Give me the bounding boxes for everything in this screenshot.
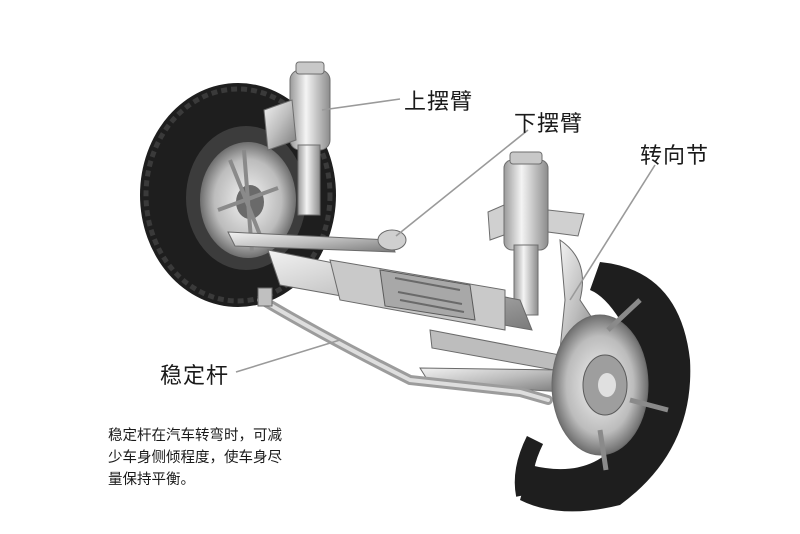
right-wheel — [514, 262, 691, 512]
steering-rack — [267, 249, 566, 373]
left-shock-absorber — [263, 61, 331, 216]
leader-stabilizer — [235, 339, 341, 373]
note-line: 少车身侧倾程度，使车身尽 — [108, 450, 282, 466]
leader-lower-arm — [395, 129, 529, 237]
leader-lines — [235, 98, 656, 373]
leader-knuckle — [569, 164, 656, 301]
leader-upper-arm — [321, 98, 401, 111]
label-lower-control-arm: 下摆臂 — [514, 112, 584, 137]
note-line: 稳定杆在汽车转弯时，可减 — [108, 428, 282, 444]
note-line: 量保持平衡。 — [108, 472, 195, 488]
stabilizer-bar — [257, 287, 553, 405]
description-note: 稳定杆在汽车转弯时，可减 少车身侧倾程度，使车身尽 量保持平衡。 — [108, 425, 366, 491]
left-lower-control-arm — [227, 229, 407, 253]
label-steering-knuckle: 转向节 — [640, 144, 710, 169]
label-stabilizer-bar: 稳定杆 — [160, 364, 230, 389]
label-upper-control-arm: 上摆臂 — [404, 90, 474, 115]
